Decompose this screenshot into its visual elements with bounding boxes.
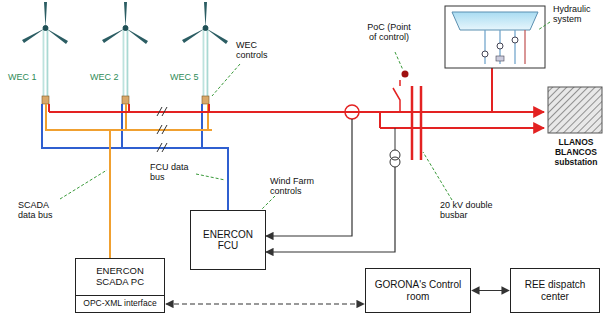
callout-label: Hydraulic system — [553, 4, 608, 25]
wind-turbine — [22, 2, 68, 98]
wec-control-cabinet — [42, 96, 209, 104]
data-link — [472, 290, 509, 291]
current-sensor — [345, 105, 359, 119]
box-label: OPC-XML interface — [80, 299, 159, 309]
substation-block: LLANOS BLANCOS substation — [546, 86, 606, 171]
callout-label: WEC controls — [236, 40, 286, 61]
turbine-label: WEC 1 — [8, 72, 40, 82]
callout-label: 20 kV double busbar — [440, 200, 504, 221]
callout-label: PoC (Point of control) — [364, 22, 414, 43]
voltage-transformer — [390, 128, 400, 167]
power-line — [49, 68, 544, 128]
leader-line — [60, 22, 550, 209]
turbine-label: WEC 2 — [90, 72, 122, 82]
hydraulic-system — [445, 6, 545, 68]
box-label: ENERCON FCU — [191, 229, 265, 252]
wind-turbine — [182, 2, 228, 98]
break-mark — [157, 107, 167, 152]
poc-marker — [402, 71, 409, 78]
data-link — [166, 303, 364, 304]
poc-switch — [393, 80, 400, 112]
system-box: OPC-XML interface — [75, 295, 165, 313]
system-box: ENERCON SCADA PC — [75, 258, 165, 296]
fcu-data-bus — [42, 104, 228, 210]
callout-label: FCU data bus — [150, 162, 196, 183]
scada-data-bus — [46, 104, 212, 258]
box-label: REE dispatch center — [511, 279, 599, 302]
system-box: REE dispatch center — [510, 268, 600, 313]
substation-hatch — [546, 86, 606, 136]
double-busbar — [412, 86, 421, 160]
system-box: GORONA's Control room — [365, 268, 471, 313]
wind-turbine — [102, 2, 148, 98]
box-label: ENERCON SCADA PC — [76, 266, 164, 288]
callout-label: SCADA data bus — [18, 200, 66, 221]
turbine-label: WEC 5 — [170, 72, 202, 82]
box-label: LLANOS BLANCOS substation — [546, 138, 606, 167]
box-label: GORONA's Control room — [366, 279, 470, 302]
measurement-line — [266, 119, 395, 252]
callout-label: Wind Farm controls — [270, 176, 332, 197]
system-box: ENERCON FCU — [190, 210, 266, 270]
